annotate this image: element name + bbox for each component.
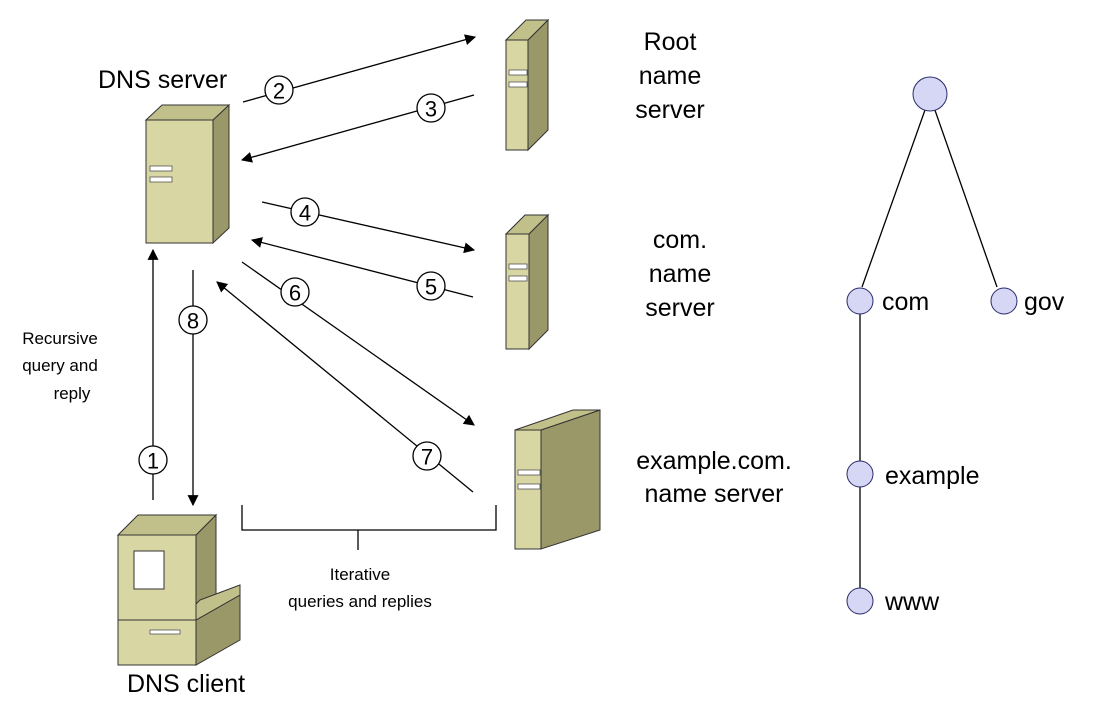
example-name-server-icon — [514, 409, 601, 550]
dns-server-label: DNS server — [98, 66, 227, 94]
step-badge-2: 2 — [264, 75, 294, 105]
example-label-line1: example.com. — [636, 447, 792, 475]
iterative-bracket — [241, 505, 497, 531]
svg-text:8: 8 — [187, 309, 199, 334]
root-label-line3: server — [635, 96, 704, 124]
recursive-label-line1: Recursive — [22, 329, 98, 348]
tree-label-www: www — [884, 588, 940, 616]
dns-server-icon — [144, 103, 231, 245]
step-badge-3: 3 — [416, 93, 446, 123]
tree-label-com: com — [882, 288, 929, 316]
tree-edge-root-gov — [929, 95, 998, 288]
svg-text:2: 2 — [273, 79, 285, 104]
tree-node-example — [846, 460, 874, 488]
svg-text:6: 6 — [289, 281, 301, 306]
recursive-label-line3: reply — [54, 384, 91, 403]
root-name-server-icon — [504, 18, 550, 152]
tree-node-gov — [990, 287, 1018, 315]
com-name-server-icon — [504, 213, 550, 351]
tree-node-www — [846, 587, 874, 615]
com-label-line3: server — [645, 294, 714, 322]
tree-edge-root-com — [861, 95, 931, 288]
dns-client-label: DNS client — [127, 670, 245, 698]
com-label-line2: name — [649, 260, 712, 288]
step-badge-5: 5 — [416, 271, 446, 301]
svg-text:3: 3 — [425, 97, 437, 122]
step-badge-1: 1 — [138, 445, 168, 475]
dns-client-computer-icon — [116, 513, 241, 666]
iterative-label-line1: Iterative — [330, 565, 390, 584]
com-label-line1: com. — [653, 226, 707, 254]
step-badge-6: 6 — [280, 277, 310, 307]
root-label-line2: name — [639, 62, 702, 90]
root-label-line1: Root — [644, 28, 697, 56]
tree-label-gov: gov — [1024, 288, 1065, 316]
tree-node-com — [846, 287, 874, 315]
svg-text:5: 5 — [425, 275, 437, 300]
example-label-line2: name server — [645, 480, 784, 508]
step-badge-4: 4 — [290, 197, 320, 227]
step-badge-7: 7 — [412, 441, 442, 471]
tree-node-root — [912, 76, 948, 112]
step-badge-8: 8 — [178, 305, 208, 335]
svg-text:4: 4 — [299, 201, 311, 226]
tree-label-example: example — [885, 462, 980, 490]
recursive-label-line2: query and — [22, 356, 98, 375]
svg-text:7: 7 — [421, 445, 433, 470]
svg-text:1: 1 — [147, 449, 159, 474]
iterative-label-line2: queries and replies — [288, 592, 432, 611]
